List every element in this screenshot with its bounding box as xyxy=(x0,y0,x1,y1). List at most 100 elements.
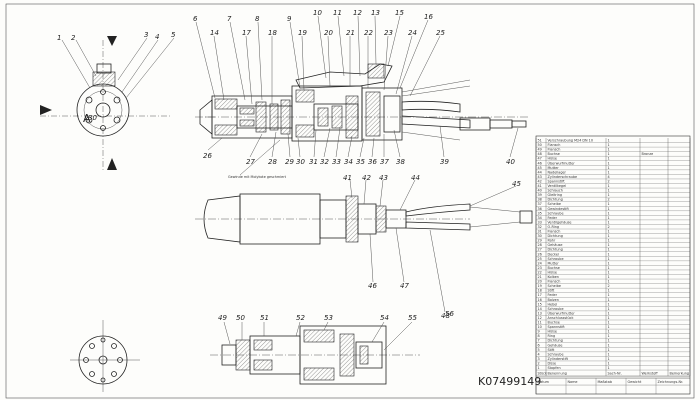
parts-row-pos: 14 xyxy=(538,307,542,311)
parts-row-pos: 15 xyxy=(538,302,542,306)
parts-row-qty: 1 xyxy=(608,307,610,311)
left-mark-30: 30 xyxy=(88,114,97,122)
title-block-cell: Zeichnungs-Nr. xyxy=(658,380,684,384)
parts-row-name: Schraube xyxy=(548,257,564,261)
parts-row-name: Stift xyxy=(548,348,556,352)
callout-47: 47 xyxy=(400,282,409,290)
parts-row-name: Zylinderschraube xyxy=(548,175,578,179)
parts-row-qty: 1 xyxy=(608,207,610,211)
parts-row-qty: 1 xyxy=(608,152,610,156)
parts-row-pos: 12 xyxy=(538,316,542,320)
callout-18: 18 xyxy=(268,29,277,37)
parts-row-name: Mutter xyxy=(548,166,560,170)
parts-row-pos: 2 xyxy=(538,361,540,365)
callout-4: 4 xyxy=(155,33,159,41)
callout-7: 7 xyxy=(227,15,232,23)
parts-row-pos: 22 xyxy=(538,270,542,274)
parts-row-qty: 1 xyxy=(608,361,610,365)
parts-row-pos: 36 xyxy=(538,207,542,211)
parts-row-pos: 27 xyxy=(538,248,542,252)
parts-row-name: Flansch xyxy=(548,230,561,234)
parts-row-name: Deckel xyxy=(548,252,559,256)
parts-row-name: Flansch xyxy=(548,143,561,147)
parts-row-qty: 1 xyxy=(608,302,610,306)
callout-35: 35 xyxy=(356,158,365,166)
parts-row-pos: 45 xyxy=(538,166,542,170)
callout-39: 39 xyxy=(440,158,449,166)
parts-row-pos: 43 xyxy=(538,175,542,179)
parts-row-qty: 1 xyxy=(608,366,610,370)
parts-row-qty: 2 xyxy=(608,198,610,202)
callout-26: 26 xyxy=(203,152,212,160)
parts-row-name: Hülse xyxy=(548,157,558,161)
parts-row-pos: 13 xyxy=(538,311,542,315)
parts-row-name: Mutter xyxy=(548,261,560,265)
parts-row-qty: 1 xyxy=(608,143,610,147)
parts-row-name: Düse xyxy=(548,361,557,365)
parts-row-name: Schraube xyxy=(548,307,564,311)
parts-row-qty: 1 xyxy=(608,280,610,284)
parts-row-pos: 11 xyxy=(538,321,542,325)
parts-row-qty: 2 xyxy=(608,179,610,183)
parts-header-cell: Bemerkung xyxy=(670,372,690,376)
title-block-cell: Datum xyxy=(538,380,550,384)
parts-row-name: Verschraubung M24 DN 10 xyxy=(548,139,593,143)
parts-row-qty: 1 xyxy=(608,270,610,274)
parts-row-material: Bronze xyxy=(642,152,654,156)
parts-row-pos: 51 xyxy=(538,139,542,143)
parts-row-name: Gehäuse xyxy=(548,243,563,247)
parts-row-pos: 29 xyxy=(538,239,542,243)
parts-row-name: Dichtung xyxy=(548,248,563,252)
top-view-callouts: 1 2 3 4 5 6 7 8 9 10 11 12 13 14 15 16 1… xyxy=(57,9,519,179)
callout-17: 17 xyxy=(242,29,251,37)
callout-5: 5 xyxy=(171,31,176,39)
parts-row-pos: 24 xyxy=(538,261,542,265)
parts-row-pos: 39 xyxy=(538,193,542,197)
parts-row-pos: 7 xyxy=(538,339,540,343)
parts-row-qty: 1 xyxy=(608,257,610,261)
callout-52: 52 xyxy=(296,314,305,322)
callout-40: 40 xyxy=(506,158,515,166)
callout-54: 54 xyxy=(380,314,389,322)
parts-row-qty: 1 xyxy=(608,311,610,315)
bottom-section-view: 49 50 51 52 53 54 55 56 xyxy=(210,310,454,385)
parts-row-name: Schraube xyxy=(548,211,564,215)
callout-51: 51 xyxy=(260,314,269,322)
parts-row-qty: 1 xyxy=(608,166,610,170)
parts-row-pos: 25 xyxy=(538,257,542,261)
callout-13: 13 xyxy=(371,9,380,17)
callout-37: 37 xyxy=(380,158,389,166)
callout-19: 19 xyxy=(298,29,307,37)
callout-55: 55 xyxy=(408,314,417,322)
parts-row-qty: 1 xyxy=(608,343,610,347)
callout-43: 43 xyxy=(379,174,388,182)
end-view-bottom-left xyxy=(70,320,140,392)
parts-row-name: Spannstift xyxy=(548,179,566,183)
parts-row-name: Hülse xyxy=(548,330,558,334)
parts-row-name: Flansch xyxy=(548,280,561,284)
callout-22: 22 xyxy=(364,29,373,37)
callout-1: 1 xyxy=(57,34,61,42)
parts-row-name: Überwurfmutter xyxy=(548,160,576,165)
callout-50: 50 xyxy=(236,314,245,322)
parts-header-cell: Werkstoff xyxy=(642,372,659,376)
callout-11: 11 xyxy=(333,9,342,17)
parts-row-pos: 3 xyxy=(538,357,540,361)
parts-row-name: Stift xyxy=(548,289,556,293)
parts-row-name: Kolben xyxy=(548,275,559,279)
callout-56: 56 xyxy=(445,310,454,318)
parts-row-qty: 1 xyxy=(608,348,610,352)
callout-14: 14 xyxy=(210,29,219,37)
parts-row-name: Hülse xyxy=(548,270,558,274)
parts-row-name: Gehäuse xyxy=(548,343,563,347)
parts-row-qty: 1 xyxy=(608,352,610,356)
parts-row-name: Dichtung xyxy=(548,198,563,202)
callout-44: 44 xyxy=(411,174,420,182)
parts-row-pos: 41 xyxy=(538,184,542,188)
end-view-top-left: A 30 xyxy=(40,36,170,170)
parts-row-qty: 1 xyxy=(608,316,610,320)
molykote-note: Gewinde mit Molykote geschmiert xyxy=(228,175,287,179)
parts-row-name: Buchse xyxy=(548,321,560,325)
callout-29: 29 xyxy=(285,158,294,166)
